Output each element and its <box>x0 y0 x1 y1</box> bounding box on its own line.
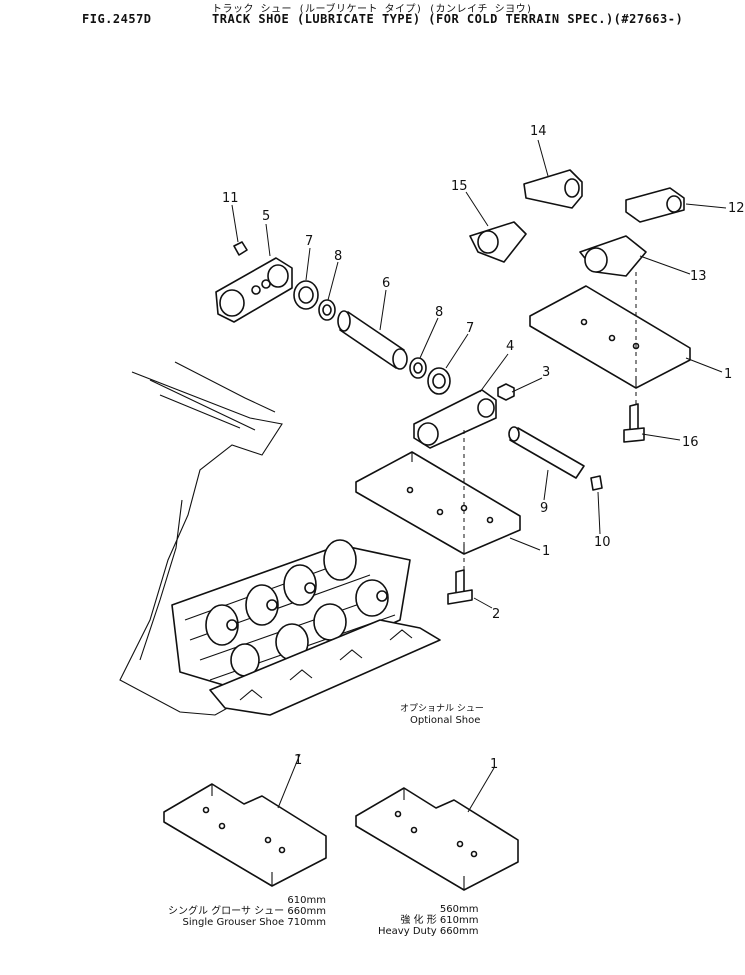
figure-number: FIG.2457D <box>82 12 152 26</box>
size-value: 610mm <box>439 915 479 926</box>
link-part-15 <box>469 221 527 263</box>
figure-title: TRACK SHOE (LUBRICATE TYPE) (FOR COLD TE… <box>212 12 684 26</box>
callout-8-lower: 8 <box>435 305 443 320</box>
size-value: 660mm <box>439 926 479 937</box>
callout-5: 5 <box>262 209 270 224</box>
single-grouser-label: Single Grouser Shoe <box>182 917 285 928</box>
callout-3: 3 <box>542 365 550 380</box>
callout-12: 12 <box>728 201 745 216</box>
single-grouser-spec: シングル グローサ シュー Single Grouser Shoe 610mm … <box>168 895 326 928</box>
track-assembly-drawing <box>119 361 441 716</box>
track-shoe-part-1-center <box>355 451 521 555</box>
callout-1-center: 1 <box>542 544 550 559</box>
optional-shoe-caption: Optional Shoe <box>410 715 481 726</box>
callout-2: 2 <box>492 607 500 622</box>
heavy-duty-label: Heavy Duty <box>378 926 437 937</box>
track-shoe-part-1-right <box>529 285 691 389</box>
seal-part-7-upper <box>293 280 319 310</box>
spacer-part-10 <box>590 475 603 491</box>
callout-6: 6 <box>382 276 390 291</box>
size-value: 610mm <box>287 895 326 906</box>
callout-1-right: 1 <box>724 367 732 382</box>
bolt-part-16 <box>623 403 645 443</box>
seal-part-7-lower <box>427 367 451 395</box>
link-part-4 <box>413 389 497 449</box>
callout-1-single-grouser: 1 <box>294 753 302 768</box>
heavy-duty-shoe-drawing <box>355 787 519 891</box>
bushing-part-6 <box>337 310 408 370</box>
bolt-part-2 <box>447 569 473 605</box>
callout-8-upper: 8 <box>334 249 342 264</box>
link-part-13 <box>579 235 647 277</box>
heavy-duty-label-japanese: 強 化 形 <box>400 915 437 926</box>
callout-4: 4 <box>506 339 514 354</box>
callout-11: 11 <box>222 191 239 206</box>
callout-13: 13 <box>690 269 707 284</box>
ring-part-8-lower <box>409 357 427 379</box>
callout-7-lower: 7 <box>466 321 474 336</box>
pin-part-9 <box>508 426 585 479</box>
optional-shoe-caption-japanese: オプショナル シュー <box>400 704 484 714</box>
single-grouser-shoe-drawing <box>163 783 327 887</box>
size-value: 660mm <box>287 906 326 917</box>
callout-7-upper: 7 <box>305 234 313 249</box>
link-part-14 <box>523 169 583 209</box>
size-value: 560mm <box>439 904 479 915</box>
heavy-duty-spec: 強 化 形 Heavy Duty 560mm 610mm 660mm <box>378 904 478 937</box>
size-value: 710mm <box>287 917 326 928</box>
callout-10: 10 <box>594 535 611 550</box>
leader-lines <box>231 139 727 813</box>
single-grouser-label-japanese: シングル グローサ シュー <box>168 906 285 917</box>
callout-16: 16 <box>682 435 699 450</box>
callout-1-heavy-duty: 1 <box>490 757 498 772</box>
figure-title-japanese: トラック シュー (ルーブリケート タイプ) (カンレイチ シヨウ) <box>212 4 533 15</box>
nut-part-3 <box>497 383 515 401</box>
link-part-12 <box>625 187 685 223</box>
ring-part-8-upper <box>318 299 336 321</box>
callout-9: 9 <box>540 501 548 516</box>
plug-part-11 <box>233 241 248 256</box>
callout-15: 15 <box>451 179 468 194</box>
master-link-part-5 <box>215 257 293 323</box>
callout-14: 14 <box>530 124 547 139</box>
